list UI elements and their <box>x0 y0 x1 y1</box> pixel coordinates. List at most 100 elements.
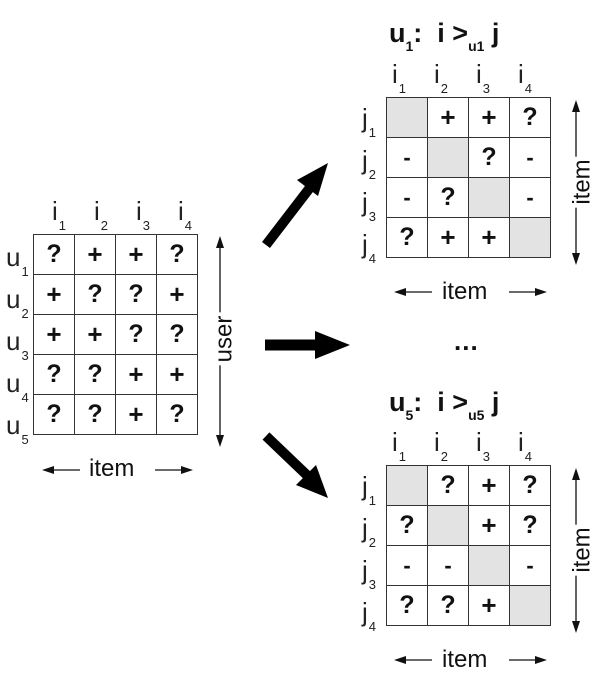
cell-unknown: ? <box>33 234 75 275</box>
cell-negative: - <box>509 545 551 586</box>
cell-negative: - <box>386 137 428 178</box>
matrix-row: +??+ <box>33 274 198 315</box>
matrix-row: ++?? <box>33 314 198 355</box>
column-label: i4 <box>518 59 533 96</box>
cell-positive: + <box>115 354 157 395</box>
cell-positive: + <box>74 234 116 275</box>
cell-negative: - <box>386 545 428 586</box>
cell-negative: - <box>509 137 551 178</box>
top-x-axis-label: item <box>442 278 488 305</box>
cell-diagonal <box>386 97 428 138</box>
cell-unknown: ? <box>386 585 428 626</box>
column-label: i3 <box>476 427 491 464</box>
row-label: u2 <box>6 284 29 321</box>
cell-positive: + <box>115 394 157 435</box>
user1-pairwise-matrix: ++?-?--?-?++ <box>386 97 551 258</box>
cell-unknown: ? <box>156 394 198 435</box>
cell-unknown: ? <box>509 505 551 546</box>
column-label: i3 <box>136 196 151 233</box>
cell-positive: + <box>468 217 510 258</box>
cell-unknown: ? <box>74 274 116 315</box>
matrix-row: ??+? <box>33 394 198 435</box>
row-label: j1 <box>362 471 377 508</box>
cell-positive: + <box>33 274 75 315</box>
cell-unknown: ? <box>74 394 116 435</box>
arrow-up-right-icon <box>262 163 328 249</box>
column-label: i1 <box>392 59 407 96</box>
cell-diagonal <box>427 505 469 546</box>
left-x-axis-label: item <box>89 455 135 482</box>
column-label: i3 <box>476 59 491 96</box>
matrix-row: ?+? <box>386 465 551 506</box>
column-label: i4 <box>518 427 533 464</box>
column-label: i1 <box>392 427 407 464</box>
cell-positive: + <box>156 354 198 395</box>
row-label: j4 <box>362 597 377 634</box>
arrow-down-right-icon <box>262 432 328 498</box>
cell-positive: + <box>468 97 510 138</box>
cell-unknown: ? <box>33 394 75 435</box>
matrix-row: -?- <box>386 177 551 218</box>
cell-positive: + <box>156 274 198 315</box>
matrix-row: ?++ <box>386 217 551 258</box>
cell-positive: + <box>115 234 157 275</box>
cell-unknown: ? <box>427 465 469 506</box>
row-label: j2 <box>362 513 377 550</box>
cell-positive: + <box>33 314 75 355</box>
matrix-row: --- <box>386 545 551 586</box>
row-label: u1 <box>6 242 29 279</box>
bottom-x-axis-label: item <box>442 646 488 673</box>
row-label: j3 <box>362 555 377 592</box>
column-label: i4 <box>178 196 193 233</box>
row-label: j4 <box>362 229 377 266</box>
cell-unknown: ? <box>386 217 428 258</box>
matrix-row: ??++ <box>33 354 198 395</box>
cell-unknown: ? <box>115 314 157 355</box>
row-label: j2 <box>362 145 377 182</box>
top-x-axis-arrows <box>394 288 547 296</box>
cell-positive: + <box>468 505 510 546</box>
matrix-row: ?+? <box>386 505 551 546</box>
cell-negative: - <box>427 545 469 586</box>
column-label: i2 <box>94 196 109 233</box>
cell-positive: + <box>427 217 469 258</box>
left-y-axis-label: user <box>210 312 237 366</box>
cell-diagonal <box>386 465 428 506</box>
cell-unknown: ? <box>386 505 428 546</box>
matrix-row: ??+ <box>386 585 551 626</box>
cell-positive: + <box>427 97 469 138</box>
top-y-axis-label: item <box>569 156 596 208</box>
cell-diagonal <box>509 585 551 626</box>
cell-diagonal <box>468 177 510 218</box>
cell-positive: + <box>468 465 510 506</box>
cell-positive: + <box>468 585 510 626</box>
cell-unknown: ? <box>115 274 157 315</box>
column-label: i2 <box>434 59 449 96</box>
bottom-y-axis-label: item <box>569 524 596 576</box>
row-label: j1 <box>362 103 377 140</box>
cell-unknown: ? <box>74 354 116 395</box>
row-label: u5 <box>6 410 29 447</box>
row-label: u3 <box>6 326 29 363</box>
cell-positive: + <box>74 314 116 355</box>
cell-negative: - <box>509 177 551 218</box>
matrix-row: -?- <box>386 137 551 178</box>
cell-diagonal <box>468 545 510 586</box>
matrix-row: ++? <box>386 97 551 138</box>
cell-unknown: ? <box>509 97 551 138</box>
top-matrix-title: u1: i >u1 j <box>389 18 500 54</box>
cell-negative: - <box>386 177 428 218</box>
column-label: i2 <box>434 427 449 464</box>
arrow-right-icon <box>265 331 350 359</box>
user5-pairwise-matrix: ?+??+?---??+ <box>386 465 551 626</box>
cell-unknown: ? <box>468 137 510 178</box>
bottom-x-axis-arrows <box>394 656 547 664</box>
cell-unknown: ? <box>156 234 198 275</box>
cell-diagonal <box>427 137 469 178</box>
cell-unknown: ? <box>509 465 551 506</box>
column-label: i1 <box>52 196 67 233</box>
row-label: j3 <box>362 187 377 224</box>
ellipsis: ... <box>454 326 479 356</box>
cell-diagonal <box>509 217 551 258</box>
cell-unknown: ? <box>156 314 198 355</box>
